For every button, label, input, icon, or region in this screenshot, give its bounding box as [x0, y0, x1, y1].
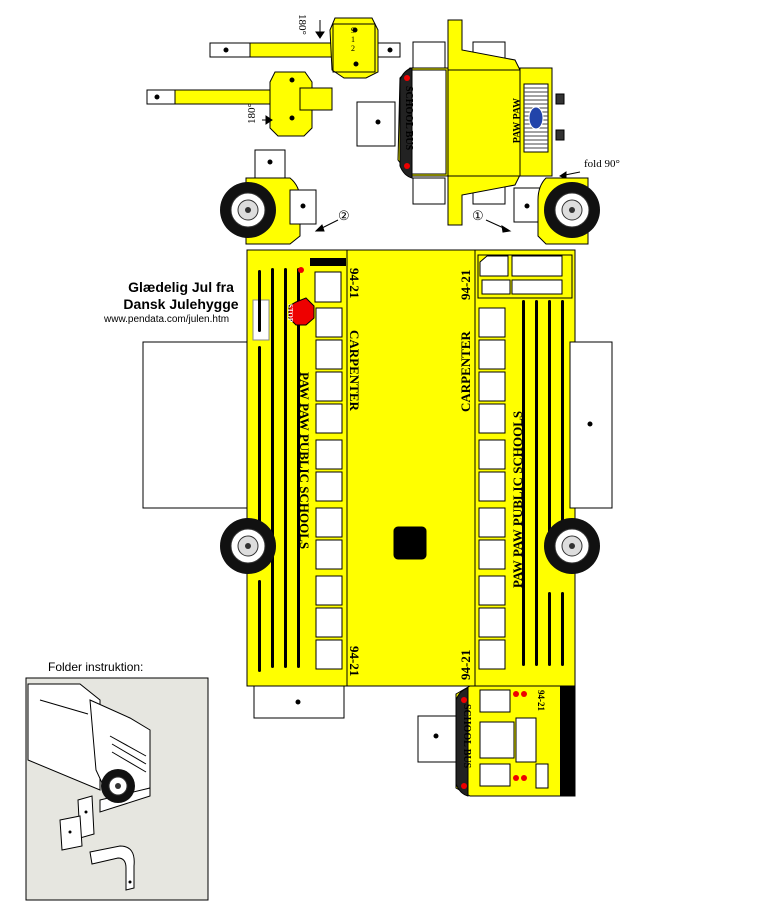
greeting-url: www.pendata.com/julen.htm [104, 314, 230, 325]
callout-one: ① [472, 208, 484, 223]
wheel-icon [544, 518, 600, 574]
unit-number-left-bottom: 94-21 [347, 646, 362, 677]
front-sign: SCHOOL BUS [403, 86, 414, 151]
rear-panel [417, 685, 576, 797]
greeting-block: Glædelig Jul fra Dansk Julehygge [106, 279, 256, 313]
greeting-line1: Glædelig Jul fra [128, 279, 234, 295]
hood-piece [356, 19, 581, 226]
cross-flap-top [329, 17, 379, 79]
district-right: PAW PAW PUBLIC SCHOOLS [510, 410, 525, 588]
left-white-tab [142, 341, 248, 509]
wheel-icon [220, 182, 276, 238]
district-left: PAW PAW PUBLIC SCHOOLS [297, 372, 312, 550]
unit-number-right-bottom: 94-21 [458, 649, 473, 680]
unit-number-right-top: 94-21 [458, 269, 473, 300]
wheel-icon [220, 518, 276, 574]
rear-sign: SCHOOL BUS [461, 704, 472, 769]
side-panel-right [474, 249, 613, 687]
rear-unit-number: 94-21 [536, 690, 546, 711]
callout-two: ② [338, 208, 350, 223]
folder-illustration [25, 677, 209, 901]
roof-hatch [393, 526, 427, 560]
driver-name-left: CARPENTER [347, 330, 362, 411]
driver-name-right: CARPENTER [458, 331, 473, 412]
upper-tab-assembly [146, 17, 401, 137]
stop-sign [288, 297, 315, 326]
rotation-label-top: 180° [296, 14, 308, 35]
greeting-line2: Dansk Julehygge [123, 296, 239, 312]
rotation-label-bottom: 180° [246, 103, 258, 124]
side-panel-left [142, 249, 348, 719]
callout-arrows [262, 20, 512, 233]
roof-panel [346, 249, 476, 687]
hood-text: PAW PAW [512, 98, 523, 144]
fold-label: fold 90° [584, 158, 620, 170]
unit-number-left-top: 94-21 [347, 268, 362, 299]
wheel-icon [544, 182, 600, 238]
stop-sign-text: STOP [286, 304, 294, 323]
folder-label: Folder instruktion: [48, 660, 144, 674]
